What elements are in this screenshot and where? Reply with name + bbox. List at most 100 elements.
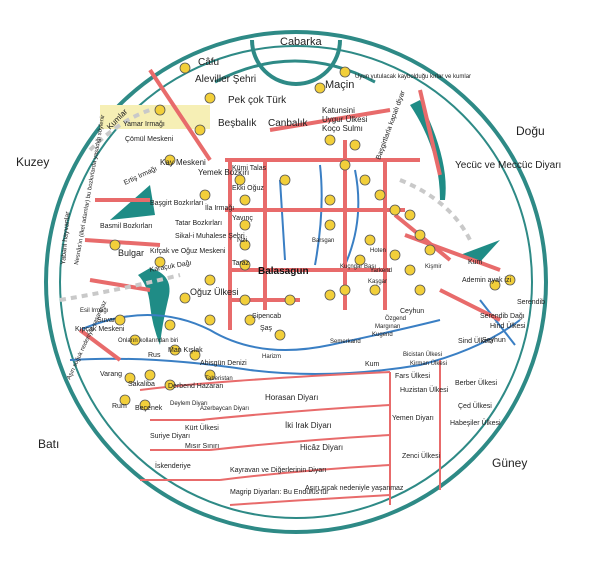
label-kumi: Kümi Talas xyxy=(232,165,267,172)
city-dot xyxy=(354,254,366,266)
city-dot xyxy=(389,204,401,216)
label-misir: Mısır Sınırı xyxy=(185,443,219,450)
city-dot xyxy=(504,274,516,286)
label-uygur: Uygur Ülkesi xyxy=(322,115,368,124)
label-yemen: Yemen Diyarı xyxy=(392,415,434,422)
label-taberistan: Taberistan xyxy=(205,376,233,382)
label-sakaliba: Sakaliba xyxy=(128,381,155,388)
label-ekki: Ekki Oğuz xyxy=(232,185,264,192)
river-3 xyxy=(344,169,360,266)
city-dot xyxy=(374,189,386,201)
city-dot xyxy=(169,344,181,356)
label-besbalik: Beşbalık xyxy=(218,118,257,129)
label-man-kislak: Man Kışlak xyxy=(168,347,203,354)
label-kucngar: Kuçngar Başı xyxy=(340,264,376,270)
city-dot xyxy=(204,274,216,286)
label-abisgun: Abisgün Denizi xyxy=(200,360,247,367)
label-kirman: Kirman Ülkesi xyxy=(410,360,447,367)
label-canbalik: Canbalık xyxy=(268,118,308,129)
label-rus: Rus xyxy=(148,352,161,359)
southern-coast xyxy=(69,319,521,375)
label-seyhun: Seyhun xyxy=(482,337,506,344)
label-onlarin: Onların kollarından biri xyxy=(118,338,178,344)
upper-sea-arc xyxy=(214,59,376,84)
label-kum-south: Kum xyxy=(365,361,380,368)
dotted-path-w xyxy=(59,273,181,302)
city-dot xyxy=(424,244,436,256)
label-katunsini: Katunsini xyxy=(322,106,355,115)
city-dot xyxy=(194,124,206,136)
coast-river xyxy=(79,314,441,351)
city-dot xyxy=(114,314,126,326)
city-dot xyxy=(239,259,251,271)
seyhun-river xyxy=(479,299,516,346)
city-dot xyxy=(239,219,251,231)
city-dot xyxy=(274,329,286,341)
label-hind: Hind Ülkesi xyxy=(490,322,526,330)
direction-north: Kuzey xyxy=(16,155,50,169)
city-dot xyxy=(204,314,216,326)
label-hoten: Hoten xyxy=(370,248,386,254)
label-basmil: Basmil Bozkırları xyxy=(100,223,153,230)
label-oguz: Oğuz Ülkesi xyxy=(190,287,239,297)
label-esil: Esil Irmağı xyxy=(80,308,109,314)
city-dot xyxy=(129,334,141,346)
label-basgirt: Başgirt Bozkırları xyxy=(150,200,203,207)
southern-borders xyxy=(139,360,441,506)
label-suvar: Suvar xyxy=(97,317,116,324)
label-hicaz: Hicâz Diyarı xyxy=(300,443,343,452)
east-sea xyxy=(460,240,500,262)
map-inner-frame xyxy=(59,45,533,519)
label-azerbaycan: Azerbaycan Diyarı xyxy=(200,406,249,412)
label-berber: Berber Ülkesi xyxy=(455,379,497,387)
label-bulgar: Bulgar xyxy=(118,248,144,258)
inner-sea xyxy=(138,268,170,345)
direction-south: Güney xyxy=(492,456,528,470)
label-suriye: Suriye Diyarı xyxy=(150,433,190,440)
city-dot xyxy=(179,62,191,74)
label-magrip: Magrip Diyarları: Bu Endülüs'tür xyxy=(230,489,329,496)
label-harizm: Harizm xyxy=(262,354,281,360)
label-kipcak-meskeni: Kıpçak Meskeni xyxy=(75,326,125,333)
city-dot xyxy=(179,292,191,304)
label-kismir: Kişmir xyxy=(425,264,442,270)
label-koco: Koço Sulmı xyxy=(322,124,363,133)
label-ced: Çed Ülkesi xyxy=(458,402,492,410)
city-dot xyxy=(244,314,256,326)
city-dot xyxy=(164,154,176,166)
city-dot xyxy=(339,159,351,171)
dotted-path-nw xyxy=(88,108,151,152)
label-yabani: Yabani hayvanlar xyxy=(60,211,72,266)
label-yamar: Yamar Irmağı xyxy=(123,121,165,128)
label-deylem: Deylem Diyarı xyxy=(170,401,208,407)
label-bicistan: Bicistan Ülkesi xyxy=(403,351,442,358)
label-barsgan: Barsgan xyxy=(312,238,334,244)
city-dot xyxy=(204,92,216,104)
label-yecuc: Yecüc ve Meccüc Diyarı xyxy=(455,160,561,171)
city-dot xyxy=(414,229,426,241)
label-iki-irak: İki Irak Diyarı xyxy=(285,421,332,430)
city-dot xyxy=(239,194,251,206)
city-dot xyxy=(404,209,416,221)
label-balasagun: Balasagun xyxy=(258,266,309,277)
direction-east: Doğu xyxy=(516,124,545,138)
label-kasgar: Kaşgar xyxy=(368,279,387,285)
label-serendib-dagi: Serendib Dağı xyxy=(480,313,525,320)
city-dot xyxy=(279,174,291,186)
label-fars: Fars Ülkesi xyxy=(395,372,430,380)
left-sea xyxy=(110,185,155,220)
label-ceyhun: Ceyhun xyxy=(400,308,424,315)
cabarka-arc xyxy=(250,39,342,86)
road-network xyxy=(78,68,501,362)
label-habesiler: Habeşiler Ülkesi xyxy=(450,419,501,427)
city-dot xyxy=(404,264,416,276)
label-ademin: Ademin ayak izi xyxy=(462,277,511,284)
label-ozgend: Özgend xyxy=(385,315,406,322)
label-semerkand: Semerkand xyxy=(330,339,361,345)
label-zenci: Zenci Ülkesi xyxy=(402,452,441,460)
city-dot xyxy=(359,174,371,186)
city-dot xyxy=(154,104,166,116)
label-taraz: Taraz xyxy=(232,260,250,267)
city-dot xyxy=(314,82,326,94)
label-ila: İla Irmağı xyxy=(205,203,234,212)
